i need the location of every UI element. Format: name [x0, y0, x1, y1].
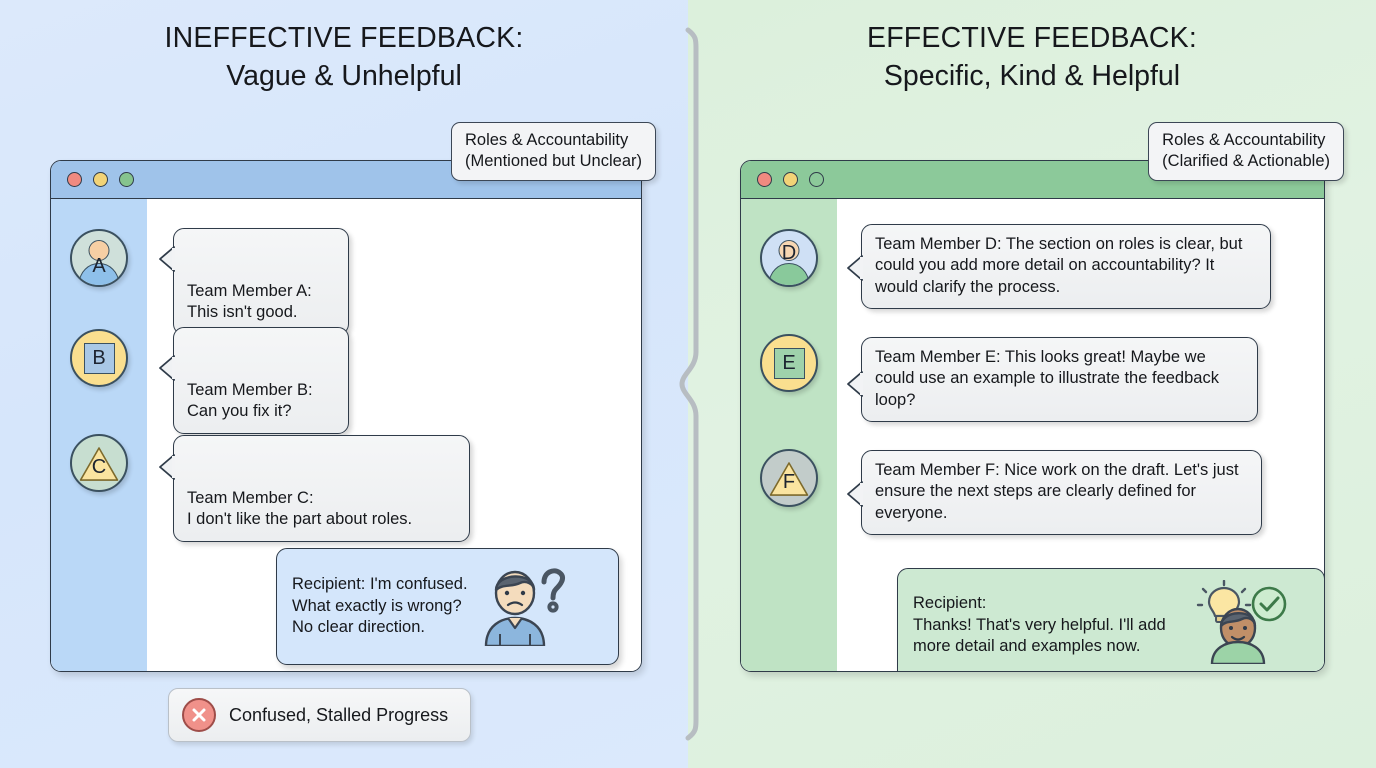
square-badge-icon	[774, 348, 805, 379]
left-callout-line1: Roles & Accountability	[464, 131, 629, 149]
left-recipient-bubble[interactable]: Recipient: I'm confused. What exactly is…	[276, 548, 619, 665]
triangle-badge-icon	[769, 462, 809, 496]
message-text-d: Team Member D: The section on roles is c…	[875, 235, 1243, 296]
ineffective-feedback-panel: INEFFECTIVE FEEDBACK: Vague & Unhelpful …	[0, 0, 688, 768]
left-panel-title: INEFFECTIVE FEEDBACK: Vague & Unhelpful	[0, 0, 688, 93]
person-head-icon	[778, 240, 800, 261]
right-panel-title: EFFECTIVE FEEDBACK: Specific, Kind & Hel…	[688, 0, 1376, 93]
avatar-letter-e: E	[782, 351, 796, 374]
happy-person-icon	[1176, 579, 1288, 671]
message-bubble-b[interactable]: Team Member B: Can you fix it?	[159, 327, 349, 434]
right-recipient-text: Recipient: Thanks! That's very helpful. …	[913, 593, 1166, 656]
right-chat-area: Team Member D: The section on roles is c…	[837, 199, 1324, 671]
bubble-tail-icon	[847, 371, 863, 397]
avatar-member-c[interactable]: C	[70, 434, 128, 492]
right-window-body: D E F	[741, 199, 1324, 671]
bubble-tail-icon	[159, 246, 175, 272]
right-callout-roles-accountability: Roles & Accountability (Clarified & Acti…	[1148, 122, 1344, 181]
left-recipient-text: Recipient: I'm confused. What exactly is…	[292, 574, 468, 637]
message-text-f: Team Member F: Nice work on the draft. L…	[875, 461, 1239, 522]
right-title-line2: Specific, Kind & Helpful	[883, 59, 1181, 92]
avatar-letter-f: F	[782, 470, 796, 493]
person-body-icon	[769, 263, 809, 285]
right-title-line1: EFFECTIVE FEEDBACK:	[866, 22, 1198, 54]
left-status-badge: Confused, Stalled Progress	[168, 688, 472, 742]
maximize-dot-icon[interactable]	[809, 172, 824, 187]
message-bubble-d[interactable]: Team Member D: The section on roles is c…	[847, 224, 1271, 310]
left-chat-window: A B C	[50, 160, 642, 672]
right-chat-window: D E F	[740, 160, 1325, 672]
message-text-e: Team Member E: This looks great! Maybe w…	[875, 348, 1219, 409]
left-callout-line2: (Mentioned but Unclear)	[464, 151, 642, 170]
message-bubble-c[interactable]: Team Member C: I don't like the part abo…	[159, 435, 470, 542]
maximize-dot-icon[interactable]	[119, 172, 134, 187]
left-title-line2: Vague & Unhelpful	[226, 59, 462, 92]
avatar-member-b[interactable]: B	[70, 329, 128, 387]
right-recipient-bubble[interactable]: Recipient: Thanks! That's very helpful. …	[897, 568, 1324, 671]
message-bubble-a[interactable]: Team Member A: This isn't good.	[159, 228, 349, 335]
left-title-line1: INEFFECTIVE FEEDBACK:	[164, 22, 524, 54]
left-avatar-rail: A B C	[51, 199, 147, 671]
avatar-member-e[interactable]: E	[760, 334, 818, 392]
triangle-badge-icon	[79, 447, 119, 481]
message-bubble-e[interactable]: Team Member E: This looks great! Maybe w…	[847, 337, 1258, 423]
avatar-letter-a: A	[92, 255, 106, 277]
avatar-letter-c: C	[91, 455, 107, 478]
right-avatar-rail: D E F	[741, 199, 837, 671]
message-text-a: Team Member A: This isn't good.	[187, 281, 312, 322]
bubble-tail-icon	[159, 355, 175, 381]
left-status-label: Confused, Stalled Progress	[229, 704, 449, 725]
bubble-tail-icon	[159, 454, 175, 480]
avatar-letter-d: D	[781, 242, 797, 264]
minimize-dot-icon[interactable]	[783, 172, 798, 187]
confused-person-icon	[478, 560, 570, 653]
right-callout-line1: Roles & Accountability	[1162, 131, 1326, 149]
avatar-letter-b: B	[92, 346, 106, 369]
bubble-tail-icon	[847, 255, 863, 281]
close-dot-icon[interactable]	[757, 172, 772, 187]
left-window-body: A B C	[51, 199, 641, 671]
message-bubble-f[interactable]: Team Member F: Nice work on the draft. L…	[847, 450, 1262, 536]
person-head-icon	[88, 240, 110, 261]
message-text-b: Team Member B: Can you fix it?	[187, 380, 313, 421]
avatar-member-f[interactable]: F	[760, 449, 818, 507]
question-mark-icon	[541, 568, 565, 613]
check-circle-icon	[1251, 586, 1287, 622]
message-text-c: Team Member C: I don't like the part abo…	[187, 488, 413, 529]
right-callout-line2: (Clarified & Actionable)	[1162, 151, 1330, 170]
x-circle-icon	[182, 698, 216, 732]
square-badge-icon	[84, 343, 115, 374]
effective-feedback-panel: EFFECTIVE FEEDBACK: Specific, Kind & Hel…	[688, 0, 1376, 768]
bubble-tail-icon	[847, 481, 863, 507]
left-callout-roles-accountability: Roles & Accountability (Mentioned but Un…	[450, 122, 656, 181]
avatar-member-a[interactable]: A	[70, 229, 128, 287]
left-chat-area: Team Member A: This isn't good. Team Mem…	[147, 199, 641, 671]
minimize-dot-icon[interactable]	[93, 172, 108, 187]
avatar-member-d[interactable]: D	[760, 229, 818, 287]
close-dot-icon[interactable]	[67, 172, 82, 187]
